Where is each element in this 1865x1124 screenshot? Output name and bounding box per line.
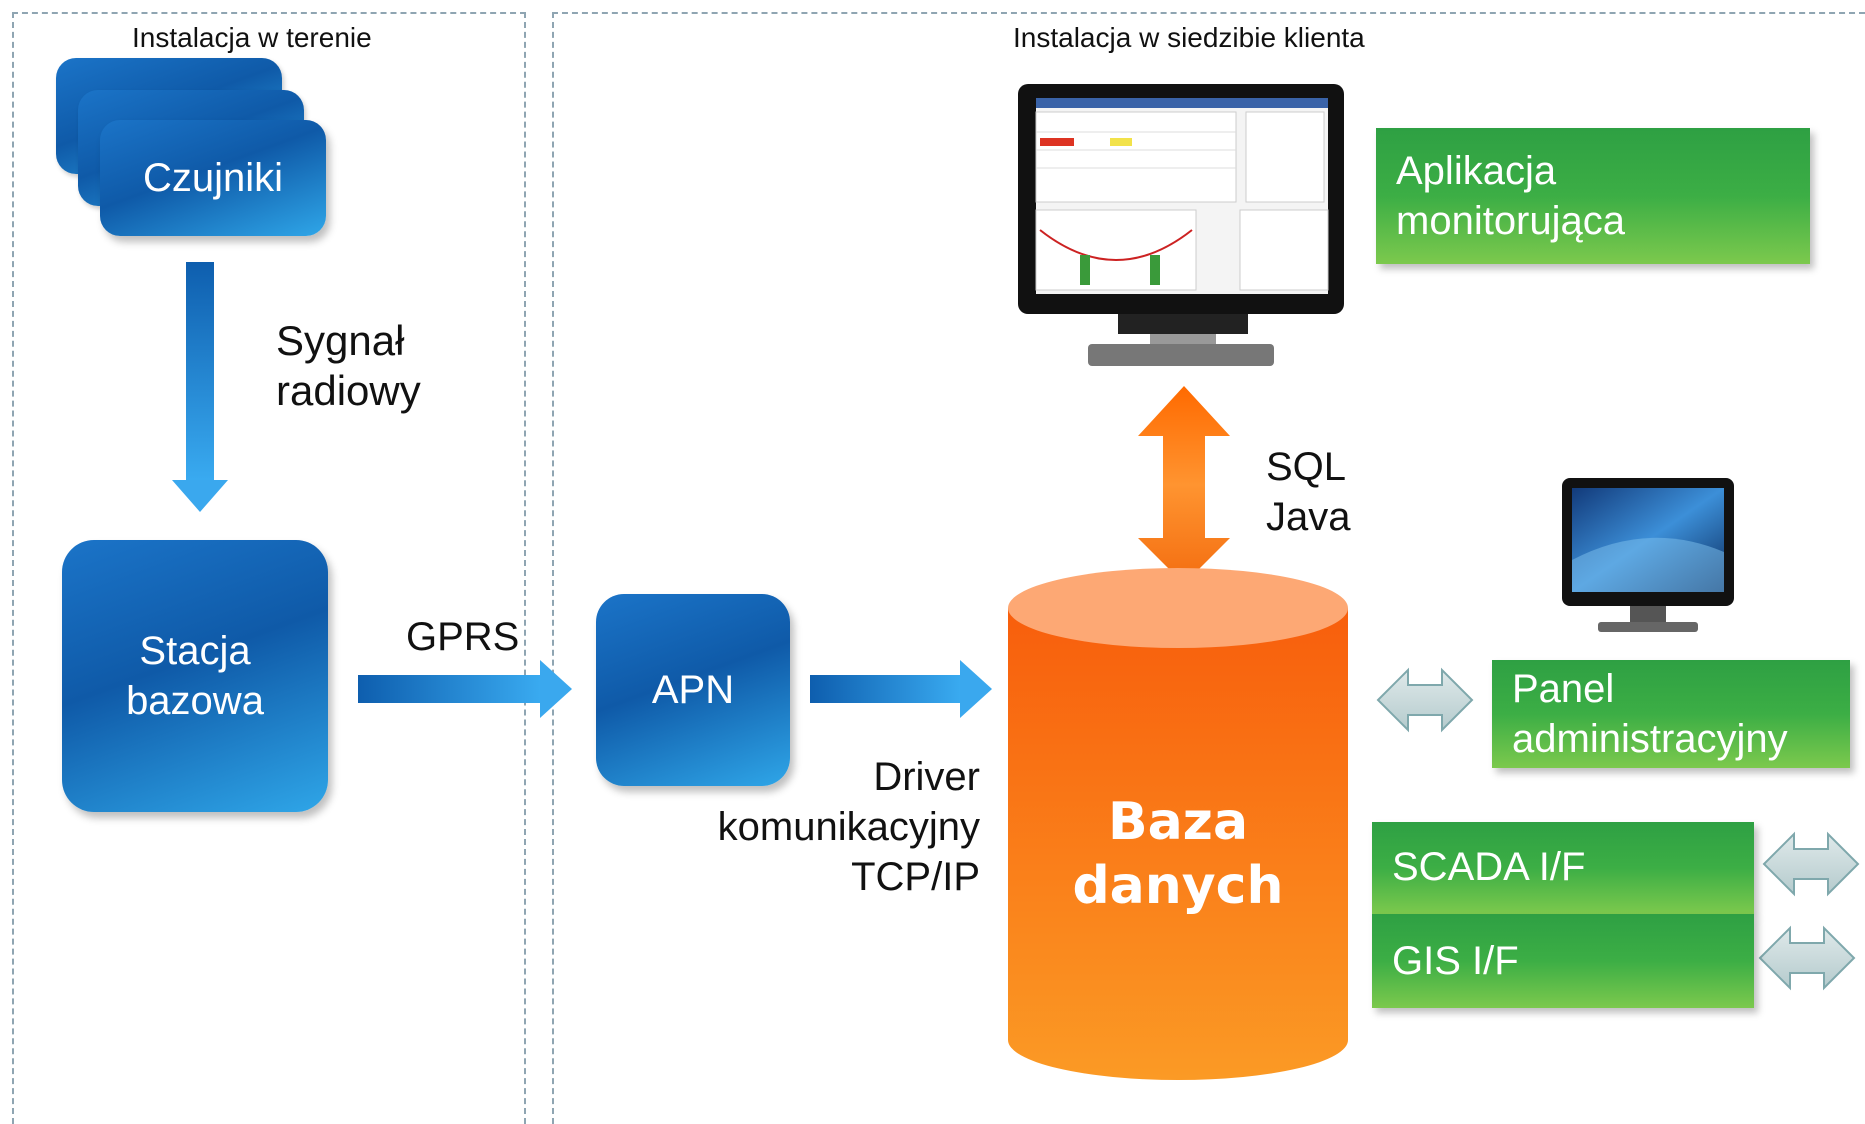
apn-label: APN	[651, 667, 735, 712]
scada-box: SCADA I/F	[1372, 822, 1754, 914]
gis-label: GIS I/F	[1392, 939, 1519, 983]
admin-panel-label: Panel administracyjny	[1512, 667, 1788, 761]
gprs-label: GPRS	[406, 615, 520, 659]
scada-double-arrow	[1762, 831, 1860, 897]
sql-java-double-arrow	[1138, 386, 1230, 584]
monitor-small-icon	[1562, 478, 1734, 632]
admin-panel-box: Panel administracyjny	[1492, 660, 1850, 768]
radio-signal-label: Sygnał radiowy	[276, 317, 421, 414]
gis-box: GIS I/F	[1372, 914, 1754, 1008]
field-installation-zone	[12, 12, 526, 1124]
apn-node: APN	[596, 594, 790, 786]
monitoring-app-label: Aplikacja monitorująca	[1396, 149, 1626, 243]
scada-label: SCADA I/F	[1392, 845, 1586, 889]
driver-label: Driver komunikacyjny TCP/IP	[717, 755, 980, 899]
client-zone-title: Instalacja w siedzibie klienta	[1013, 22, 1365, 53]
client-installation-zone	[552, 12, 1865, 1124]
sensors-node: Czujniki	[100, 120, 326, 236]
admin-double-arrow	[1376, 667, 1474, 733]
field-zone-title: Instalacja w terenie	[132, 22, 372, 53]
monitoring-app-box: Aplikacja monitorująca	[1376, 128, 1810, 264]
database-label: Baza danych	[1072, 792, 1284, 916]
driver-arrow	[810, 660, 992, 718]
monitor-large-icon	[1018, 84, 1344, 366]
database-cylinder	[1008, 568, 1348, 1080]
radio-signal-arrow	[172, 262, 228, 512]
gis-double-arrow	[1758, 925, 1856, 991]
gprs-arrow	[358, 660, 572, 718]
base-station-label: Stacja bazowa	[126, 629, 264, 723]
sql-java-label: SQL Java	[1266, 445, 1351, 539]
base-station-node: Stacja bazowa	[62, 540, 328, 812]
sensors-label: Czujniki	[142, 155, 284, 200]
